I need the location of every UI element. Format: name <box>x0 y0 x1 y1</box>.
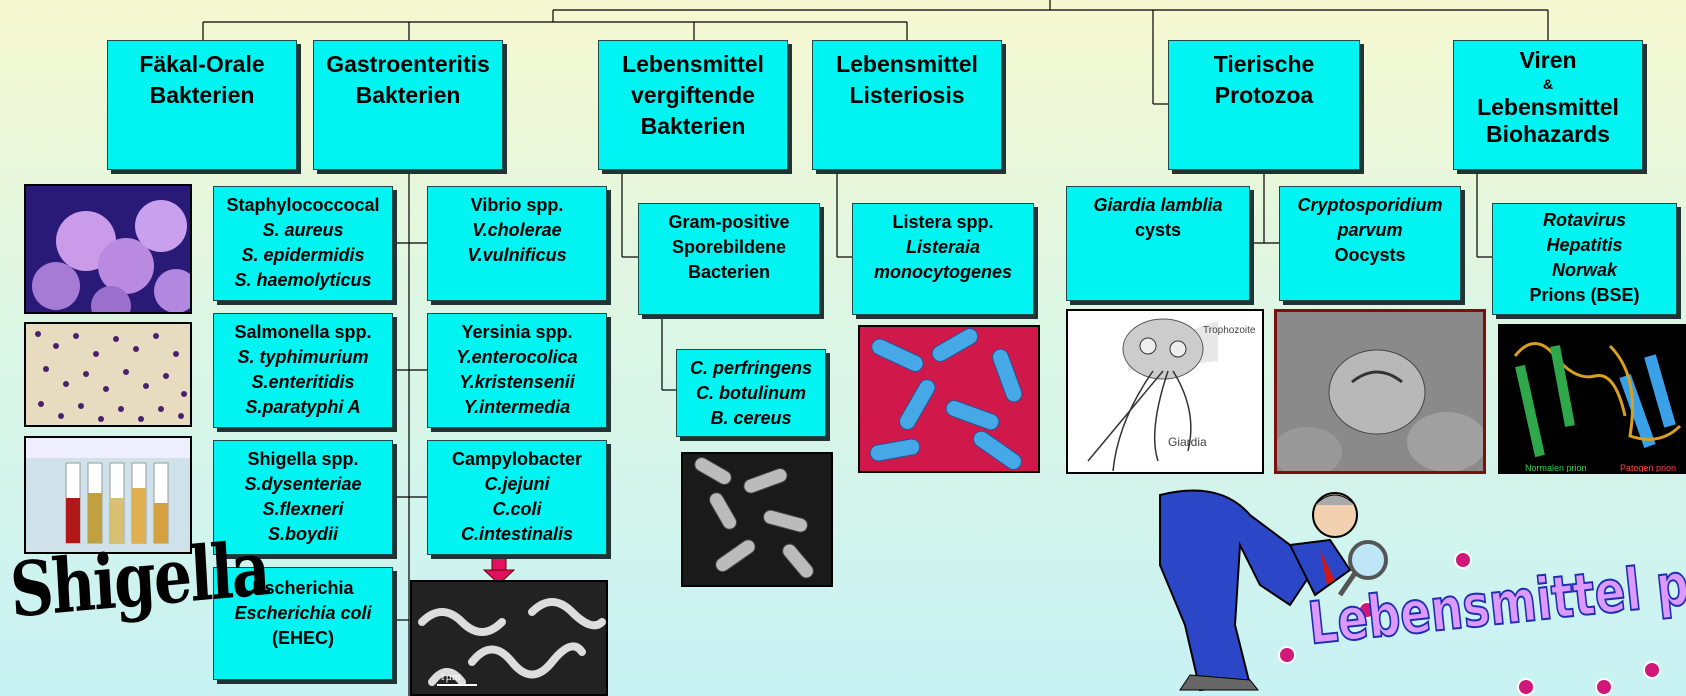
group-line: C.jejuni <box>428 472 606 497</box>
group-line: Prions (BSE) <box>1493 283 1676 308</box>
group-line: Campylobacter <box>428 447 606 472</box>
group-line: S. aureus <box>214 218 392 243</box>
group-giardia: Giardia lamblia cysts <box>1066 186 1250 301</box>
decor-dot <box>1595 678 1613 696</box>
group-line: Rotavirus <box>1493 208 1676 233</box>
group-line: Listera spp. <box>853 210 1033 235</box>
group-clostridium: C. perfringens C. botulinum B. cereus <box>676 349 826 437</box>
group-line: C. perfringens <box>677 356 825 381</box>
group-line: Listeraia <box>853 235 1033 260</box>
category-faekal-orale: Fäkal-Orale Bakterien <box>107 40 297 170</box>
giardia-label: Giardia <box>1168 435 1207 449</box>
pathogen-prion-label: Patogen prion <box>1620 463 1676 473</box>
group-gram-positive: Gram-positive Sporebildene Bacterien <box>638 203 820 315</box>
group-listeria: Listera spp. Listeraia monocytogenes <box>852 203 1034 315</box>
group-line: S.paratyphi A <box>214 395 392 420</box>
group-line: S.enteritidis <box>214 370 392 395</box>
group-line: Y.kristensenii <box>428 370 606 395</box>
category-line: Bakterien <box>108 80 296 111</box>
category-line: Tierische <box>1169 49 1359 80</box>
group-line: V.vulnificus <box>428 243 606 268</box>
group-staphylococcal: Staphylococcocal S. aureus S. epidermidi… <box>213 186 393 301</box>
category-line: Fäkal-Orale <box>108 49 296 80</box>
category-line: Gastroenteritis <box>314 49 502 80</box>
group-line: S. haemolyticus <box>214 268 392 293</box>
group-line: S.dysenteriae <box>214 472 392 497</box>
group-line: Bacterien <box>639 260 819 285</box>
decor-dot <box>1643 661 1661 679</box>
listeria-micrograph <box>858 325 1040 473</box>
group-campylobacter: Campylobacter C.jejuni C.coli C.intestin… <box>427 440 607 555</box>
group-line: V.cholerae <box>428 218 606 243</box>
group-line: S.flexneri <box>214 497 392 522</box>
group-line: Sporebildene <box>639 235 819 260</box>
category-line: Viren <box>1454 47 1642 74</box>
category-vergiftende: Lebensmittel vergiftende Bakterien <box>598 40 788 170</box>
category-line: Bakterien <box>314 80 502 111</box>
staphylococcus-micrograph <box>24 184 192 314</box>
category-line: Biohazards <box>1454 121 1642 148</box>
group-line: Salmonella spp. <box>214 320 392 345</box>
group-line: Giardia lamblia <box>1067 193 1249 218</box>
category-line: Protozoa <box>1169 80 1359 111</box>
decor-dot <box>1278 646 1296 664</box>
group-line: cysts <box>1067 218 1249 243</box>
category-line: Listeriosis <box>813 80 1001 111</box>
category-line: vergiftende <box>599 80 787 111</box>
group-line: Oocysts <box>1280 243 1460 268</box>
group-salmonella: Salmonella spp. S. typhimurium S.enterit… <box>213 313 393 428</box>
category-line: Lebensmittel <box>1454 94 1642 121</box>
category-line: & <box>1454 74 1642 94</box>
decor-dot <box>1454 551 1472 569</box>
category-viren: Viren & Lebensmittel Biohazards <box>1453 40 1643 170</box>
group-line: Staphylococcocal <box>214 193 392 218</box>
group-line: S. epidermidis <box>214 243 392 268</box>
category-gastroenteritis: Gastroenteritis Bakterien <box>313 40 503 170</box>
group-line: B. cereus <box>677 406 825 431</box>
category-protozoa: Tierische Protozoa <box>1168 40 1360 170</box>
group-line: Hepatitis <box>1493 233 1676 258</box>
group-line: Vibrio spp. <box>428 193 606 218</box>
group-line: Y.enterocolica <box>428 345 606 370</box>
cryptosporidium-micrograph <box>1274 309 1486 474</box>
prion-structure: Normalen prion Patogen prion <box>1498 324 1686 474</box>
decor-dot <box>1517 678 1535 696</box>
category-line: Lebensmittel <box>599 49 787 80</box>
category-line: Bakterien <box>599 111 787 142</box>
giardia-drawing: Trophozoite Giardia <box>1066 309 1264 474</box>
group-line: Cryptosporidium <box>1280 193 1460 218</box>
scale-label: 1µm <box>440 671 461 683</box>
group-line: C.coli <box>428 497 606 522</box>
group-line: Gram-positive <box>639 210 819 235</box>
normal-prion-label: Normalen prion <box>1525 463 1587 473</box>
group-viren: Rotavirus Hepatitis Norwak Prions (BSE) <box>1492 203 1677 315</box>
category-line: Lebensmittel <box>813 49 1001 80</box>
clostridium-micrograph <box>681 452 833 587</box>
category-listeriosis: Lebensmittel Listeriosis <box>812 40 1002 170</box>
trophozoite-label: Trophozoite <box>1203 325 1256 336</box>
group-line: C. botulinum <box>677 381 825 406</box>
group-line: S. typhimurium <box>214 345 392 370</box>
salmonella-stain <box>24 322 192 427</box>
group-yersinia: Yersinia spp. Y.enterocolica Y.kristense… <box>427 313 607 428</box>
group-line: parvum <box>1280 218 1460 243</box>
campylobacter-micrograph: 1µm <box>410 580 608 696</box>
group-line: Shigella spp. <box>214 447 392 472</box>
group-line: Y.intermedia <box>428 395 606 420</box>
group-line: Norwak <box>1493 258 1676 283</box>
group-cryptosporidium: Cryptosporidium parvum Oocysts <box>1279 186 1461 301</box>
group-line: Yersinia spp. <box>428 320 606 345</box>
group-line: C.intestinalis <box>428 522 606 547</box>
group-line: monocytogenes <box>853 260 1033 285</box>
group-line: (EHEC) <box>214 626 392 651</box>
group-vibrio: Vibrio spp. V.cholerae V.vulnificus <box>427 186 607 301</box>
